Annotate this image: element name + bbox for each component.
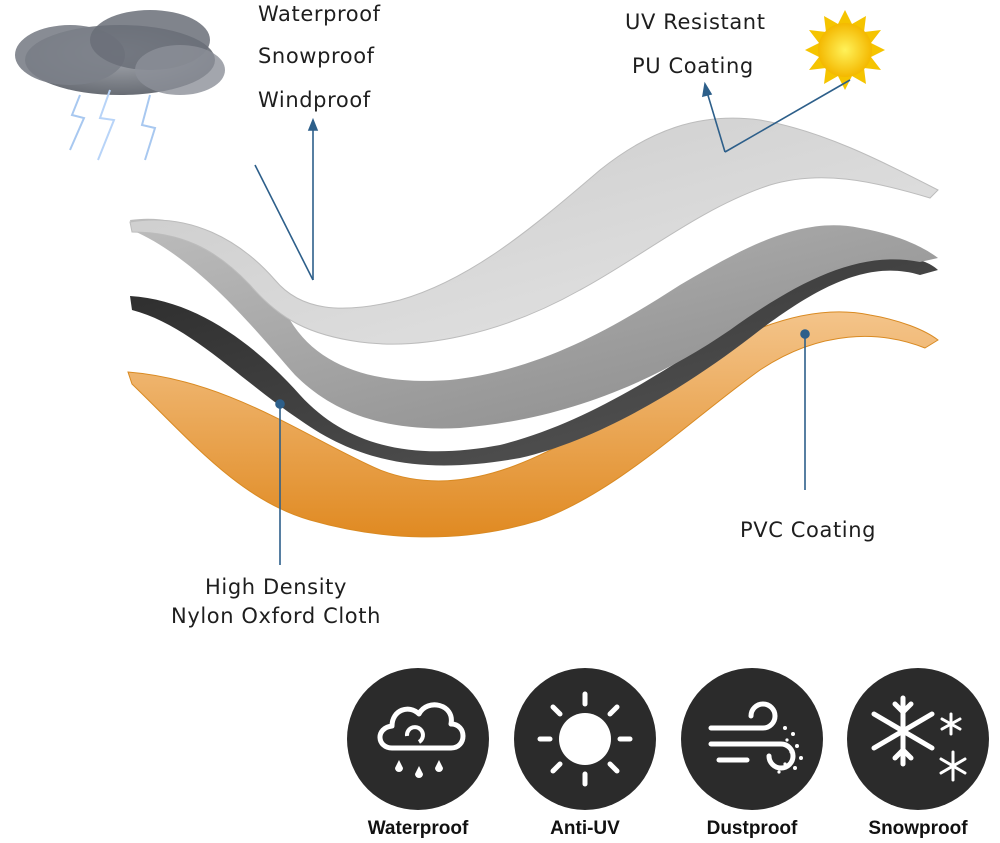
fabric-surface-layer <box>130 218 938 429</box>
feature-label: Anti-UV <box>550 818 620 839</box>
callout-windproof: Windproof <box>258 88 371 112</box>
callout-snowproof: Snowproof <box>258 44 375 68</box>
pu-coating-layer <box>129 117 939 345</box>
nylon-oxford-layer <box>130 250 938 466</box>
feature-anti-uv: Anti-UV <box>510 660 660 843</box>
feature-label: Waterproof <box>367 818 469 839</box>
feature-label: Snowproof <box>868 818 968 839</box>
feature-snowproof: Snowproof <box>843 660 993 843</box>
wind-dust-icon <box>681 668 823 810</box>
callout-nylon-oxford: Nylon Oxford Cloth <box>171 604 381 628</box>
sun-icon <box>514 668 656 810</box>
snowflake-icon <box>847 668 989 810</box>
feature-label: Dustproof <box>706 818 798 839</box>
callout-uv-resistant: UV Resistant <box>625 10 766 34</box>
callout-pvc-coating: PVC Coating <box>740 518 877 542</box>
callout-waterproof: Waterproof <box>258 2 381 26</box>
feature-waterproof: Waterproof <box>343 660 493 843</box>
cloud-rain-icon <box>347 668 489 810</box>
feature-dustproof: Dustproof <box>677 660 827 843</box>
storm-cloud-icon <box>15 10 225 161</box>
callout-high-density: High Density <box>205 575 347 599</box>
leader-lines <box>254 79 851 565</box>
callout-pu-coating: PU Coating <box>632 54 754 78</box>
pvc-coating-layer <box>127 311 939 538</box>
sun-illustration-icon <box>805 10 885 90</box>
